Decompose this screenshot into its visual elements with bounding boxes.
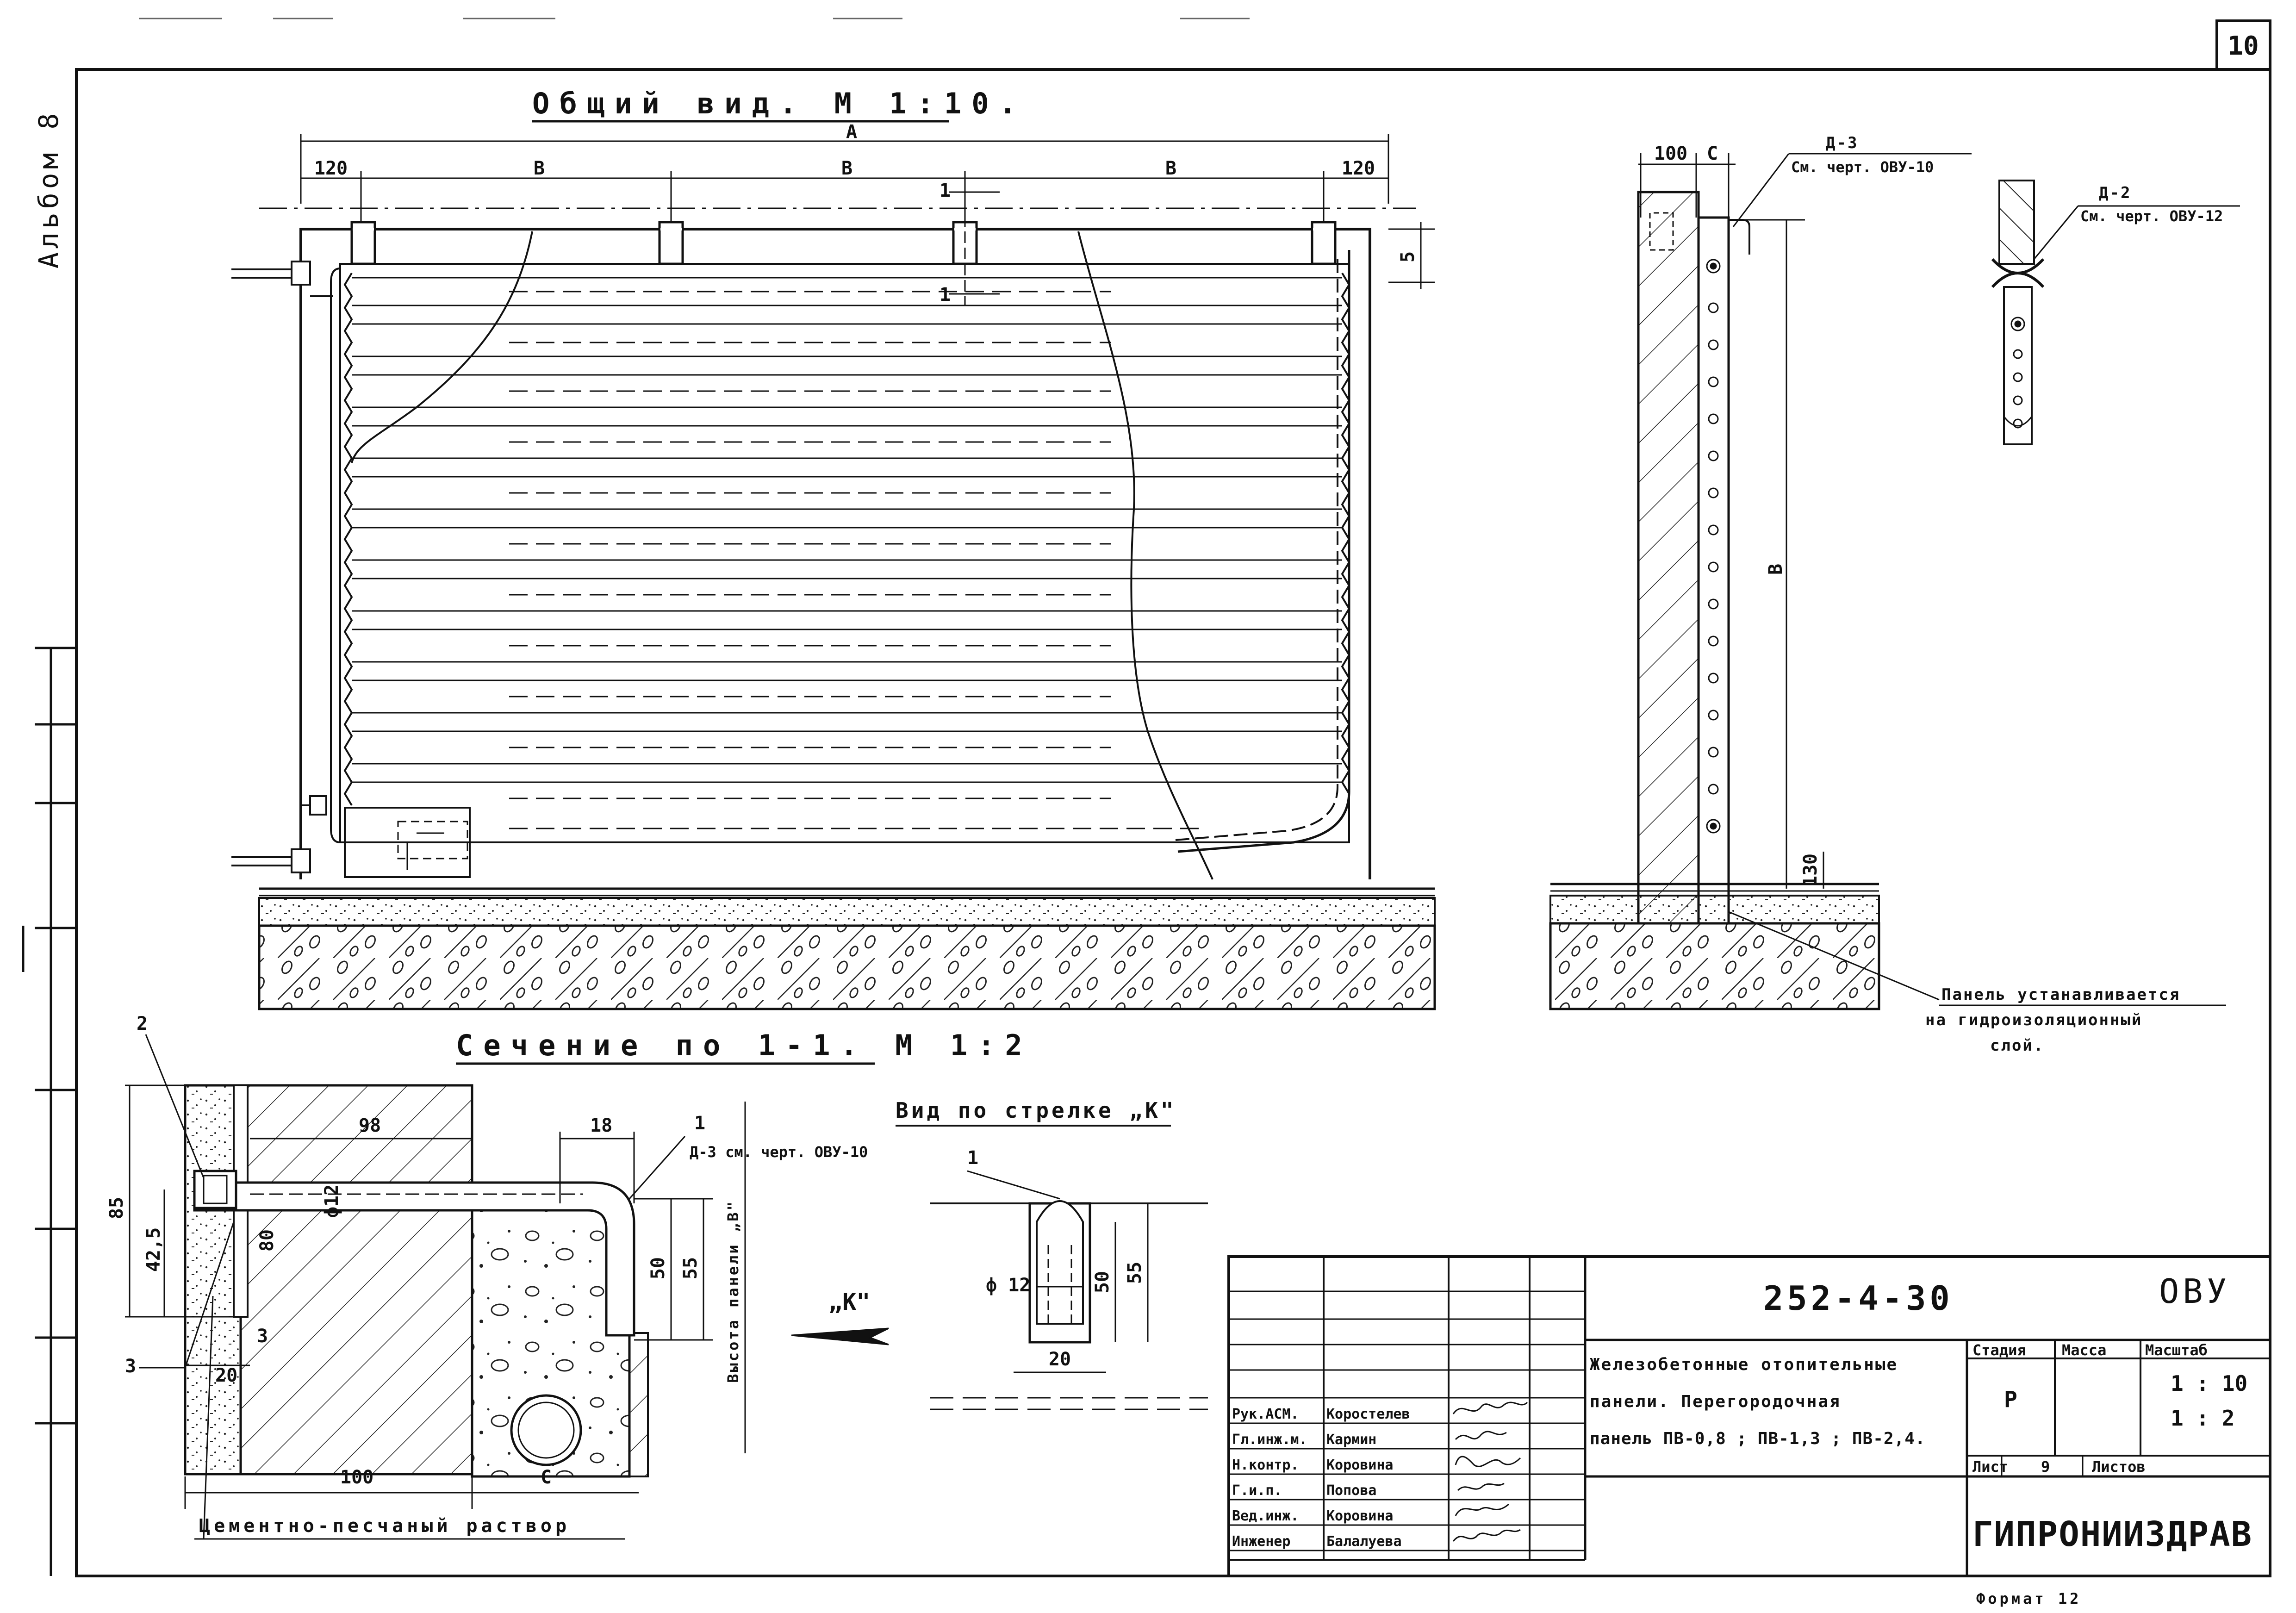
sheet-format: Формат 12 (1976, 1590, 2081, 1607)
view-k-dim-55: 55 (1124, 1262, 1145, 1284)
staff-name: Коровина (1326, 1457, 1394, 1473)
detail-d2: Д-2 См. черт. ОВУ-12 (1991, 180, 2240, 445)
side-note-line3: слой. (1990, 1036, 2044, 1055)
staff-role: Рук.АСМ. (1232, 1406, 1299, 1422)
dim-55-section: 55 (680, 1257, 701, 1279)
scale-value-2: 1 : 2 (2171, 1406, 2234, 1431)
header-scale: Масштаб (2145, 1341, 2208, 1359)
album-label: Альбом 8 (33, 110, 64, 268)
sheet-label: Лист (1972, 1458, 2008, 1476)
staff-role: Гл.инж.м. (1232, 1432, 1307, 1448)
stage-value: Р (2004, 1387, 2017, 1413)
arrow-k-label: „К" (828, 1289, 870, 1315)
detail-d3-ref: См. черт. ОВУ-10 (1791, 158, 1934, 176)
view-k-pos1: 1 (967, 1147, 978, 1169)
side-dim-width: 100 (1654, 143, 1687, 164)
staff-list: Рук.АСМ. Коростелев Гл.инж.м. Кармин Н.к… (1232, 1406, 1410, 1550)
general-view: Общий вид. М 1:10. А 120 В В В 120 (231, 87, 1436, 1010)
dim-c-section: С (541, 1467, 552, 1488)
dim-edge-right: 120 (1342, 158, 1375, 179)
staff-role: Инженер (1232, 1533, 1290, 1550)
staff-name: Коростелев (1326, 1406, 1410, 1422)
dim-50-section: 50 (647, 1257, 669, 1279)
dim-42-5: 42,5 (143, 1227, 164, 1272)
mortar-label: Цементно-песчаный раствор (199, 1515, 570, 1537)
dim-span-2: В (841, 158, 852, 179)
section-1-1: Сечение по 1-1. М 1:2 2 3 3 1 Д-3 см. че… (106, 1013, 1033, 1540)
general-view-title: Общий вид. М 1:10. (532, 87, 1027, 120)
desc-line-1: Железобетонные отопительные (1590, 1355, 1898, 1374)
side-note-line1: Панель устанавливается (1941, 985, 2180, 1004)
detail-d2-ref: См. черт. ОВУ-12 (2080, 207, 2223, 225)
staff-role: Г.и.п. (1232, 1482, 1282, 1499)
organization: ГИПРОНИИЗДРАВ (1972, 1514, 2252, 1554)
dim-edge-left: 120 (314, 158, 348, 179)
dim-85: 85 (106, 1197, 127, 1219)
section-d3-ref: Д-3 см. черт. ОВУ-10 (690, 1143, 868, 1161)
height-label: Высота панели „В" (724, 1200, 742, 1383)
sheet-number: 10 (2228, 31, 2259, 61)
desc-line-3: панель ПВ-0,8 ; ПВ-1,3 ; ПВ-2,4. (1590, 1429, 1926, 1448)
sheet-value: 9 (2041, 1458, 2050, 1476)
dim-overall: А (846, 121, 857, 143)
view-k-phi12: ф 12 (986, 1275, 1030, 1296)
section-pos2: 2 (137, 1013, 148, 1034)
dim-span-1: В (534, 158, 545, 179)
staff-name: Кармин (1326, 1432, 1376, 1448)
dim-98: 98 (359, 1115, 381, 1136)
staff-role: Н.контр. (1232, 1457, 1299, 1473)
section-pos1: 1 (694, 1113, 705, 1134)
detail-d2-label: Д-2 (2099, 184, 2131, 202)
dim-top-offset: 5 (1397, 251, 1419, 262)
sheet-number-box (2215, 19, 2271, 71)
scale-value-1: 1 : 10 (2171, 1371, 2247, 1396)
doc-series: ОВУ (2159, 1272, 2230, 1311)
staff-name: Попова (1326, 1482, 1376, 1499)
view-k: Вид по стрелке „К" 1 ф 12 50 55 20 (896, 1098, 1208, 1410)
sheets-label: Листов (2092, 1458, 2146, 1476)
header-mass: Масса (2062, 1341, 2106, 1359)
dim-phi12-section: ф12 (321, 1184, 342, 1218)
dim-20-section: 20 (215, 1365, 237, 1386)
title-block (1227, 1255, 2271, 1577)
staff-name: Балалуева (1326, 1533, 1402, 1550)
side-dim-height: В (1765, 564, 1786, 575)
side-dim-gap: С (1707, 143, 1718, 164)
signatures (1452, 1401, 1528, 1542)
section-title: Сечение по 1-1. М 1:2 (456, 1028, 1033, 1062)
dim-100-section: 100 (340, 1467, 373, 1488)
staff-role: Вед.инж. (1232, 1508, 1299, 1524)
section-mark-bottom: 1 (940, 284, 951, 305)
side-dim-bottom: 130 (1800, 853, 1821, 887)
header-stage: Стадия (1972, 1341, 2026, 1359)
detail-d3-label: Д-3 (1826, 134, 1858, 152)
view-k-dim-50: 50 (1092, 1271, 1113, 1293)
view-k-dim-20: 20 (1049, 1349, 1071, 1370)
side-view: 100 С В 130 Д-3 (1549, 134, 2240, 1055)
sheet-frame (75, 68, 2271, 1577)
dim-80: 80 (256, 1229, 278, 1252)
section-pos3-left: 3 (125, 1356, 136, 1377)
staff-name: Коровина (1326, 1508, 1394, 1524)
section-mark-top: 1 (940, 180, 951, 201)
dim-span-3: В (1165, 158, 1176, 179)
side-note-line2: на гидроизоляционный (1925, 1011, 2142, 1029)
dim-18: 18 (590, 1115, 612, 1136)
binding-strip (22, 647, 76, 1576)
view-k-title: Вид по стрелке „К" (896, 1098, 1176, 1123)
doc-code: 252-4-30 (1763, 1279, 1954, 1318)
section-pos3-right: 3 (257, 1326, 268, 1347)
desc-line-2: панели. Перегородочная (1590, 1392, 1841, 1411)
